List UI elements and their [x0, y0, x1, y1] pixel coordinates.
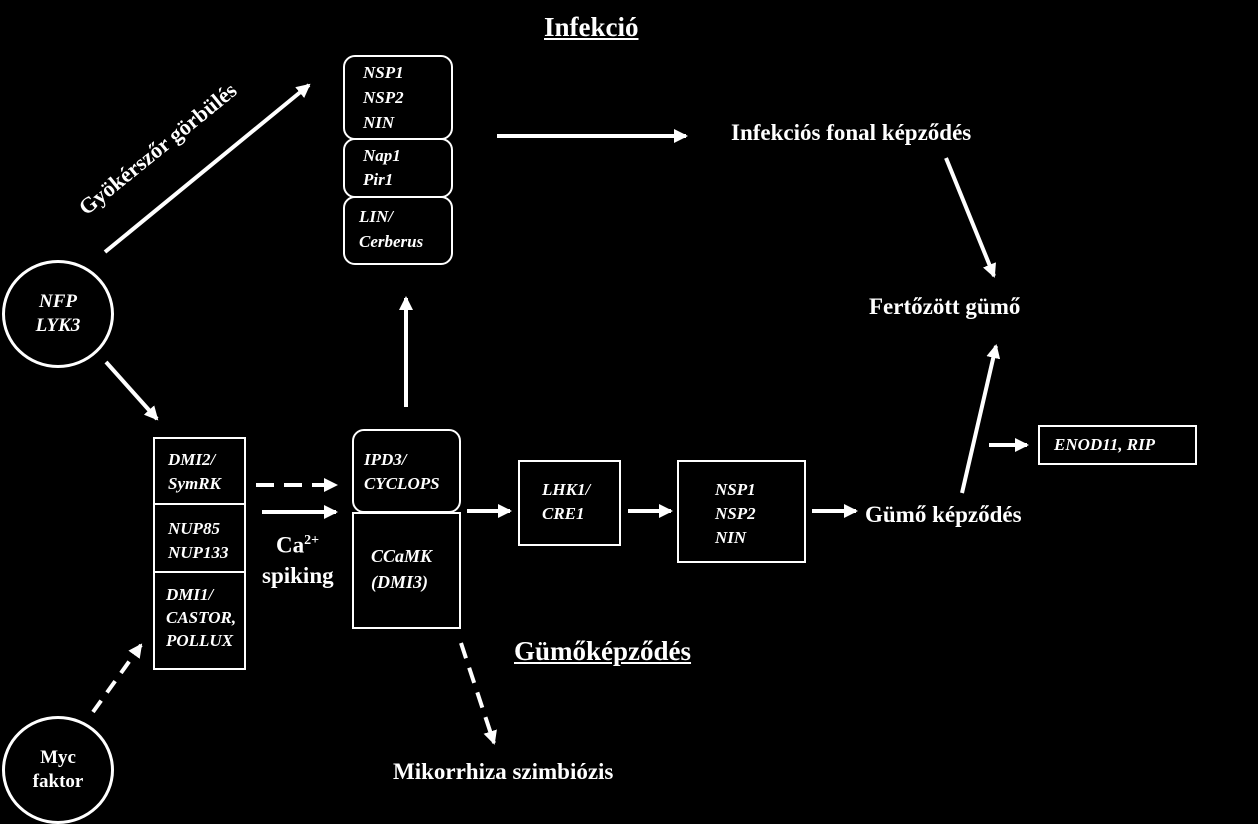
- spiking-label: spiking: [262, 563, 334, 588]
- lin-cerberus-box: LIN/ Cerberus: [343, 196, 453, 265]
- nfp-label: NFP: [39, 291, 77, 312]
- myc-label: Myc: [40, 747, 76, 768]
- nup85-label: NUP85: [168, 519, 220, 538]
- calcium-spiking-label: Ca2+: [276, 527, 319, 560]
- infection-heading: Infekció: [544, 12, 639, 42]
- lhk1-label: LHK1/: [542, 480, 591, 499]
- pollux-label: POLLUX: [166, 631, 234, 650]
- dmi1-castor-pollux-box: DMI1/ CASTOR, POLLUX: [153, 571, 246, 670]
- dmi2-label: DMI2/: [168, 450, 216, 469]
- ccamk-dmi3-box: CCaMK (DMI3): [352, 512, 461, 629]
- dmi2-symrk-box: DMI2/ SymRK: [153, 437, 246, 505]
- infection-nsp2-label: NSP2: [363, 88, 404, 107]
- infected-nodule-label: Fertőzött gümő: [869, 294, 1021, 319]
- dmi3-label: (DMI3): [371, 572, 428, 592]
- ccamk-label: CCaMK: [371, 546, 433, 566]
- pir1-label: Pir1: [363, 170, 394, 189]
- arrow-nfp-to-dmi2: [104, 360, 159, 421]
- ipd3-label: IPD3/: [364, 450, 407, 469]
- nfp-lyk3-receptor: NFP LYK3: [2, 260, 114, 368]
- nup133-label: NUP133: [168, 543, 229, 562]
- cyclops-label: CYCLOPS: [364, 474, 440, 493]
- symrk-label: SymRK: [168, 474, 221, 493]
- arrow-root-hair: [103, 83, 311, 254]
- nodulation-nsp2-label: NSP2: [715, 504, 756, 523]
- infection-nsp1-label: NSP1: [363, 63, 404, 82]
- cerberus-label: Cerberus: [359, 232, 424, 251]
- ipd3-cyclops-box: IPD3/ CYCLOPS: [352, 429, 461, 513]
- nodule-formation-label: Gümő képződés: [865, 502, 1022, 527]
- infection-thread-label: Infekciós fonal képződés: [731, 120, 972, 145]
- nodulation-nin-label: NIN: [715, 528, 747, 547]
- nodulation-nsp1-label: NSP1: [715, 480, 756, 499]
- arrow-nodule-to-infected: [960, 344, 1001, 494]
- lyk3-label: LYK3: [35, 315, 81, 336]
- lhk1-cre1-box: LHK1/ CRE1: [518, 460, 621, 546]
- arrow-myc-to-dmi1: [91, 643, 143, 714]
- enod11-rip-label: ENOD11, RIP: [1054, 435, 1156, 454]
- enod11-rip-box: ENOD11, RIP: [1038, 425, 1197, 465]
- mycorrhiza-symbiosis-label: Mikorrhiza szimbiózis: [393, 759, 614, 784]
- castor-label: CASTOR,: [166, 608, 237, 627]
- nodulation-nsp-nin-box: NSP1 NSP2 NIN: [677, 460, 806, 563]
- nup85-nup133-box: NUP85 NUP133: [153, 503, 246, 573]
- dmi1-label: DMI1/: [166, 585, 214, 604]
- cre1-label: CRE1: [542, 504, 585, 523]
- nap1-pir1-box: Nap1 Pir1: [343, 138, 453, 198]
- arrow-thread-to-infected: [944, 157, 996, 278]
- ca-superscript: 2+: [304, 533, 320, 548]
- nap1-label: Nap1: [363, 146, 401, 165]
- infection-nsp-nin-box: NSP1 NSP2 NIN: [343, 55, 453, 140]
- faktor-label: faktor: [32, 771, 84, 792]
- myc-factor-node: Myc faktor: [2, 716, 114, 824]
- ca-label: Ca: [276, 532, 305, 558]
- nodulation-heading: Gümőképződés: [514, 636, 692, 666]
- lin-label: LIN/: [359, 207, 393, 226]
- infection-nin-label: NIN: [363, 113, 395, 132]
- arrow-to-mycorrhiza: [459, 642, 497, 745]
